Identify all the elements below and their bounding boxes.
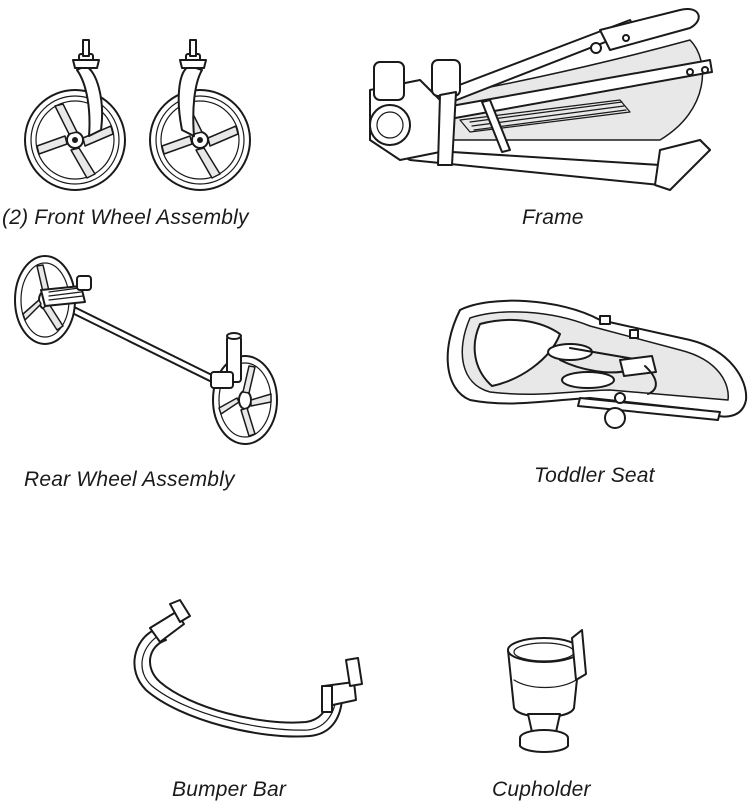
rear-wheel-right (210, 332, 278, 445)
frame-label: Frame (522, 206, 584, 229)
bumper-bar-illustration (133, 599, 363, 738)
toddler-seat-illustration (446, 299, 748, 429)
rear-wheel-illustration (14, 255, 278, 445)
toddler-seat-label: Toddler Seat (534, 464, 655, 487)
bumper-bar-label: Bumper Bar (172, 778, 287, 801)
cupholder-label: Cupholder (492, 778, 591, 801)
rear-wheel-assembly: Rear Wheel Assembly (0, 250, 320, 500)
toddler-seat-assembly: Toddler Seat (430, 290, 751, 500)
frame-illustration (369, 8, 713, 191)
frame-assembly: Frame (360, 0, 751, 240)
rear-wheel-left (14, 255, 92, 345)
front-wheel-label: (2) Front Wheel Assembly (2, 206, 249, 229)
front-wheel-illustration (24, 39, 251, 191)
rear-wheel-label: Rear Wheel Assembly (24, 468, 235, 491)
front-wheel-assembly: (2) Front Wheel Assembly (0, 0, 300, 240)
front-wheel-right (149, 39, 251, 191)
front-wheel-left (24, 39, 126, 191)
cupholder-assembly: Cupholder (470, 620, 670, 808)
cupholder-illustration (507, 629, 587, 753)
bumper-bar-assembly: Bumper Bar (110, 590, 390, 808)
